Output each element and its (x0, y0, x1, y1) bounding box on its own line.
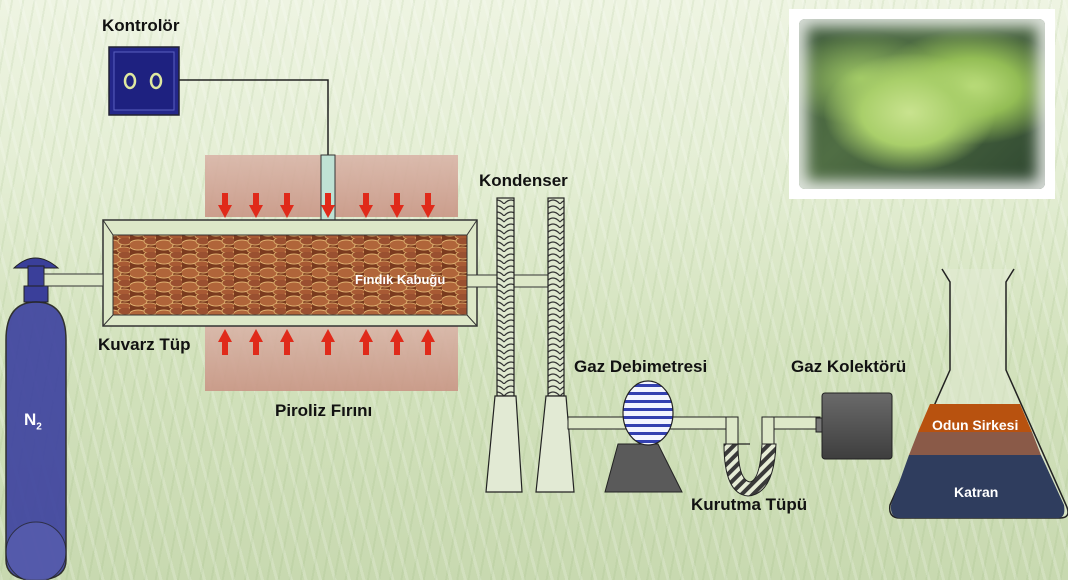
heat-arrow-up-icon (218, 329, 232, 355)
heat-arrows-bottom (218, 329, 435, 355)
label-hazelnut-shell: Fındık Kabuğu (355, 272, 446, 287)
hazelnut-cluster-photo (799, 19, 1045, 189)
label-controller: Kontrolör (102, 16, 180, 35)
heat-arrow-up-icon (321, 329, 335, 355)
heat-arrow-down-icon (421, 193, 435, 218)
gas-collector (821, 392, 893, 460)
heat-arrow-up-icon (359, 329, 373, 355)
nitrogen-cylinder (5, 257, 67, 580)
drying-tube (723, 443, 777, 497)
hazelnut-photo (789, 9, 1055, 199)
label-pyrolysis-furnace: Piroliz Fırını (275, 401, 373, 420)
heat-arrow-down-icon (218, 193, 232, 218)
label-drying-tube: Kurutma Tüpü (691, 495, 808, 514)
label-condenser: Kondenser (479, 171, 568, 190)
heat-arrows-top (218, 193, 435, 218)
label-tar: Katran (954, 484, 999, 500)
heat-arrow-down-icon (249, 193, 263, 218)
heat-arrow-up-icon (280, 329, 294, 355)
condenser (485, 197, 575, 493)
label-nitrogen: N2 (24, 410, 42, 432)
label-wood-vinegar: Odun Sirkesi (932, 417, 1019, 433)
heat-arrow-down-icon (390, 193, 404, 218)
nitrogen-symbol: N (24, 410, 37, 429)
label-quartz-tube: Kuvarz Tüp (98, 335, 191, 354)
heat-arrow-up-icon (249, 329, 263, 355)
controller-box (108, 46, 180, 116)
n2-pipe (43, 273, 104, 287)
heat-arrow-up-icon (390, 329, 404, 355)
heat-arrow-down-icon (359, 193, 373, 218)
label-gas-collector: Gaz Kolektörü (791, 357, 907, 376)
gas-flowmeter (604, 380, 683, 493)
label-gas-flowmeter: Gaz Debimetresi (574, 357, 708, 376)
collection-flask (888, 268, 1068, 519)
heat-arrow-down-icon (280, 193, 294, 218)
nitrogen-subscript: 2 (36, 421, 42, 433)
quartz-tube (102, 219, 478, 327)
heat-arrow-down-icon (321, 193, 335, 218)
heat-arrow-up-icon (421, 329, 435, 355)
